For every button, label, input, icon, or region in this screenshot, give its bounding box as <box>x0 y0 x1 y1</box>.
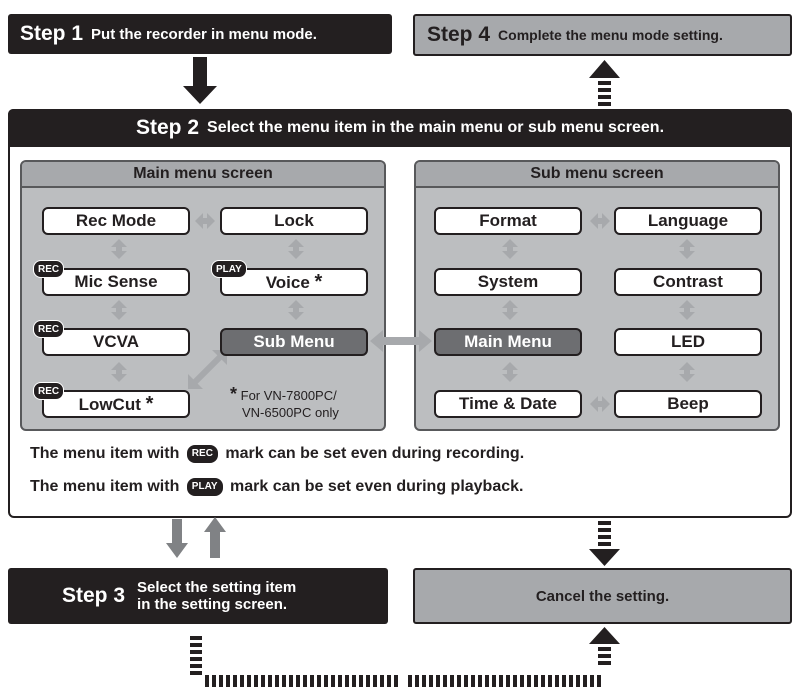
play-explanation-before: The menu item with <box>30 478 180 495</box>
cancel-text: Cancel the setting. <box>535 587 670 605</box>
arrow-step3-to-step2 <box>204 517 226 558</box>
arrow-step2-to-cancel <box>589 521 620 566</box>
arrow-lowcut-submenu <box>188 350 227 389</box>
step3-text-line2: in the setting screen. <box>137 596 288 613</box>
arrow-led-beep <box>679 362 695 382</box>
step3-label: Step 3 <box>62 584 126 607</box>
sub-item-main-menu: Main Menu <box>434 328 582 356</box>
step4-text: Complete the menu mode setting. <box>498 27 723 43</box>
sub-item-system: System <box>434 268 582 296</box>
cancel-box: Cancel the setting. <box>413 568 792 624</box>
note-line1: For VN-7800PC/ <box>240 388 337 403</box>
arrow-recmode-mic <box>111 239 127 259</box>
main-item-voice: Voice * <box>220 268 368 296</box>
main-item-lowcut-label: LowCut <box>78 395 141 414</box>
arrow-step2-to-step4 <box>589 60 620 106</box>
note-line2: VN-6500PC only <box>242 405 339 420</box>
model-footnote: * For VN-7800PC/ VN-6500PC only <box>230 384 339 421</box>
step1-box: Step 1 Put the recorder in menu mode. <box>8 14 392 54</box>
sub-item-format: Format <box>434 207 582 235</box>
rec-badge: REC <box>33 320 65 338</box>
rec-explanation: The menu item with REC mark can be set e… <box>30 445 524 463</box>
step2-text: Select the menu item in the main menu or… <box>207 119 665 136</box>
arrow-language-contrast <box>679 239 695 259</box>
arrow-lock-voice <box>288 239 304 259</box>
rec-explanation-before: The menu item with <box>30 445 180 462</box>
step1-text: Put the recorder in menu mode. <box>91 25 317 43</box>
step1-label: Step 1 <box>20 22 84 45</box>
arrow-vcva-lowcut <box>111 362 127 382</box>
rec-explanation-after: mark can be set even during recording. <box>225 445 525 462</box>
note-star: * <box>230 384 238 404</box>
main-item-rec-mode: Rec Mode <box>42 207 190 235</box>
main-menu-title: Main menu screen <box>22 162 384 188</box>
sub-menu-title: Sub menu screen <box>416 162 778 188</box>
star-mark: * <box>145 393 154 415</box>
arrow-step3-to-cancel <box>190 627 620 687</box>
arrow-step1-down <box>183 57 217 104</box>
sub-item-time-date: Time & Date <box>434 390 582 418</box>
step2-header: Step 2 Select the menu item in the main … <box>8 109 792 147</box>
arrow-format-language <box>590 213 610 229</box>
play-badge-inline: PLAY <box>186 478 223 496</box>
step4-box: Step 4 Complete the menu mode setting. <box>413 14 792 56</box>
star-mark: * <box>314 271 323 293</box>
step4-label: Step 4 <box>427 23 491 46</box>
play-badge: PLAY <box>211 260 247 278</box>
main-item-lock: Lock <box>220 207 368 235</box>
arrow-step2-to-step3 <box>166 519 188 558</box>
play-explanation-after: mark can be set even during playback. <box>230 478 524 495</box>
arrow-mainmenu-timedate <box>502 362 518 382</box>
play-explanation: The menu item with PLAY mark can be set … <box>30 478 523 496</box>
step3-box: Step 3 Select the setting item in the se… <box>8 568 388 624</box>
sub-item-contrast: Contrast <box>614 268 762 296</box>
main-item-vcva: VCVA <box>42 328 190 356</box>
arrow-mic-vcva <box>111 300 127 320</box>
step2-label: Step 2 <box>135 116 200 139</box>
arrow-recmode-lock <box>195 213 215 229</box>
arrow-format-system <box>502 239 518 259</box>
arrow-contrast-led <box>679 300 695 320</box>
step3-text-line1: Select the setting item <box>137 579 297 596</box>
arrow-timedate-beep <box>590 396 610 412</box>
arrow-voice-submenu <box>288 300 304 320</box>
sub-item-beep: Beep <box>614 390 762 418</box>
arrow-submenu-mainmenu <box>370 330 432 352</box>
sub-item-led: LED <box>614 328 762 356</box>
main-item-mic-sense: Mic Sense <box>42 268 190 296</box>
main-item-sub-menu: Sub Menu <box>220 328 368 356</box>
sub-item-language: Language <box>614 207 762 235</box>
rec-badge: REC <box>33 260 65 278</box>
rec-badge-inline: REC <box>186 445 218 463</box>
main-item-lowcut: LowCut * <box>42 390 190 418</box>
arrow-system-mainmenu <box>502 300 518 320</box>
main-item-voice-label: Voice <box>265 273 310 292</box>
rec-badge: REC <box>33 382 65 400</box>
